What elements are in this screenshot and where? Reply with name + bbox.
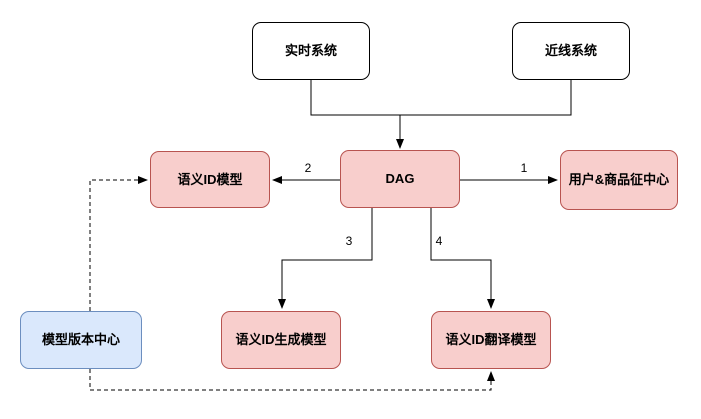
edge-label-4: 4: [435, 234, 443, 248]
node-semantic-id-generate-model-label: 语义ID生成模型: [235, 332, 327, 348]
node-dag-label: DAG: [385, 171, 415, 187]
edge-dag-to-translate-model: [430, 208, 495, 309]
edge-label-2: 2: [304, 161, 312, 175]
edge-sources-to-dag-bus: [310, 80, 572, 116]
node-realtime-system-label: 实时系统: [284, 43, 337, 59]
edge-version-center-to-translate-model: [89, 369, 495, 391]
node-nearline-system[interactable]: 近线系统: [512, 22, 630, 80]
edge-version-center-to-semantic-id-model: [89, 176, 148, 311]
node-user-product-feature-center-label: 用户&商品征中心: [568, 172, 670, 188]
node-model-version-center[interactable]: 模型版本中心: [20, 311, 142, 369]
node-semantic-id-translate-model[interactable]: 语义ID翻译模型: [431, 311, 551, 369]
node-semantic-id-translate-model-label: 语义ID翻译模型: [445, 332, 537, 348]
node-semantic-id-model-label: 语义ID模型: [177, 171, 243, 187]
edge-label-3: 3: [345, 234, 353, 248]
node-semantic-id-generate-model[interactable]: 语义ID生成模型: [221, 311, 341, 369]
node-nearline-system-label: 近线系统: [544, 43, 597, 59]
node-realtime-system[interactable]: 实时系统: [252, 22, 370, 80]
edge-dag-to-generate-model: [278, 208, 373, 309]
node-semantic-id-model[interactable]: 语义ID模型: [150, 151, 270, 208]
edge-label-1: 1: [520, 161, 528, 175]
node-model-version-center-label: 模型版本中心: [41, 332, 120, 348]
node-dag[interactable]: DAG: [340, 150, 460, 208]
node-user-product-feature-center[interactable]: 用户&商品征中心: [560, 150, 678, 210]
